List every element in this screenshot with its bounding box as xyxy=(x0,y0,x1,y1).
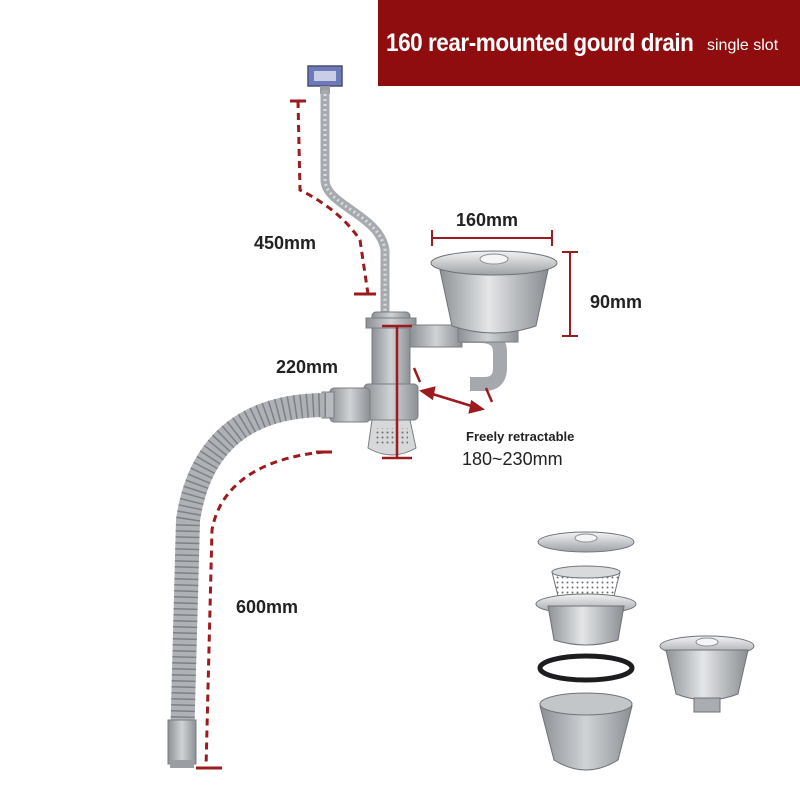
dim-trap-220 xyxy=(382,324,412,460)
label-180-230mm: 180~230mm xyxy=(462,449,563,469)
label-90mm: 90mm xyxy=(590,292,643,312)
trap-body xyxy=(363,311,463,456)
label-600mm: 600mm xyxy=(236,597,299,617)
basket-elbow xyxy=(462,329,507,391)
label-220mm: 220mm xyxy=(276,357,339,377)
part-body xyxy=(539,705,633,771)
title-banner: 160 rear-mounted gourd drain single slot xyxy=(378,0,800,86)
hose-connector xyxy=(329,387,371,423)
label-160mm: 160mm xyxy=(456,210,519,230)
dim-basket-90 xyxy=(562,251,578,337)
dim-overflow-450 xyxy=(290,99,376,296)
banner-title: 160 rear-mounted gourd drain xyxy=(386,28,694,57)
dim-retract xyxy=(412,367,494,414)
drain-hose xyxy=(170,393,327,746)
exploded-parts xyxy=(535,531,755,771)
overflow-hose xyxy=(320,89,390,323)
label-freely-retractable: Freely retractable xyxy=(466,429,575,444)
banner-subtitle: single slot xyxy=(707,37,779,54)
part-gasket xyxy=(537,653,635,683)
strainer-basket xyxy=(430,250,558,334)
dim-basket-160 xyxy=(431,230,553,246)
dim-hose-600 xyxy=(196,450,332,770)
label-450mm: 450mm xyxy=(254,233,317,253)
